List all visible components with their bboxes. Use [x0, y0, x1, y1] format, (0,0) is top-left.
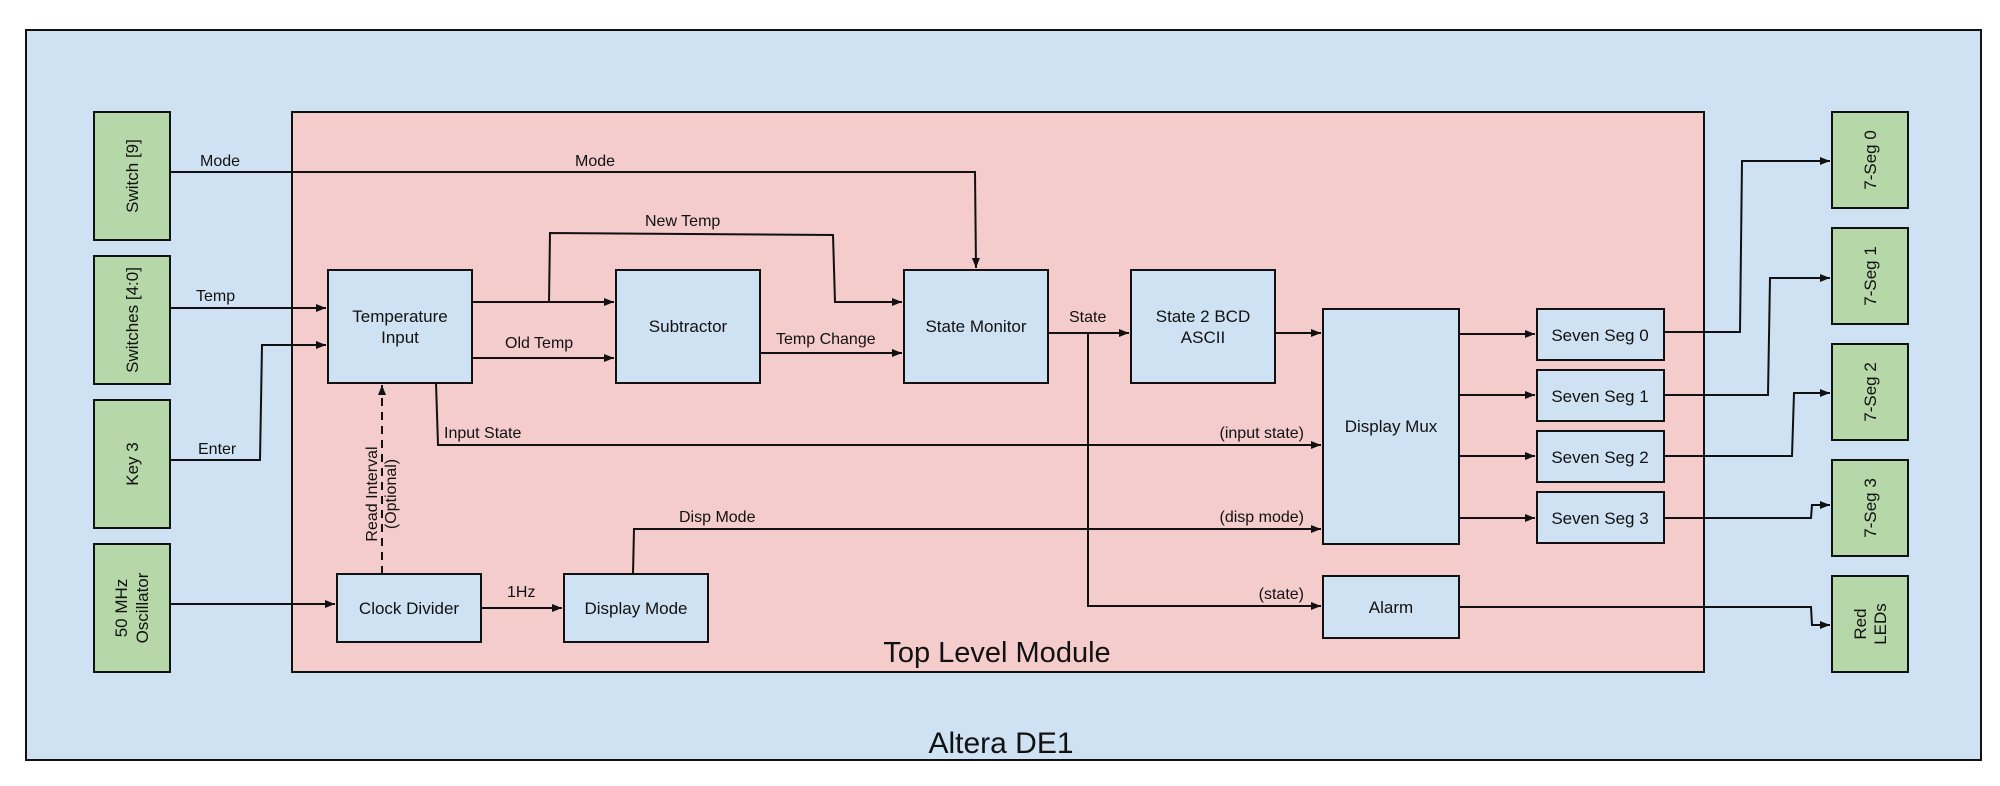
new-temp-label: New Temp	[645, 213, 720, 230]
alarm-label: Alarm	[1369, 598, 1413, 617]
seg3-to-output-wire	[1664, 501, 1830, 519]
read-interval-label-line1: Read Interval	[364, 446, 381, 541]
seg1-label: 7-Seg 1	[1861, 246, 1880, 306]
input-state-wire	[435, 382, 1321, 449]
seg3-label: 7-Seg 3	[1861, 478, 1880, 538]
disp-mode-label: Disp Mode	[679, 509, 756, 526]
seven-seg-2-label: Seven Seg 2	[1551, 448, 1648, 467]
switches40-label: Switches [4:0]	[123, 267, 142, 373]
old-temp-label: Old Temp	[505, 335, 573, 352]
board-title: Altera DE1	[928, 727, 1073, 760]
seg3-output: 7-Seg 3	[1831, 459, 1909, 557]
hz-label: 1Hz	[507, 584, 535, 601]
temperature-input-line1: Temperature	[352, 307, 447, 326]
state-alarm-label: (state)	[1259, 586, 1304, 603]
temp-label: Temp	[196, 288, 235, 305]
module-title: Top Level Module	[883, 637, 1110, 669]
seg1-to-output-wire	[1664, 274, 1830, 396]
subtractor-block: Subtractor	[615, 269, 761, 384]
state-monitor-block: State Monitor	[903, 269, 1049, 384]
mode-inner-label: Mode	[575, 153, 615, 170]
subtractor-label: Subtractor	[649, 317, 728, 336]
seven-seg-1-block: Seven Seg 1	[1536, 369, 1665, 422]
state2bcd-line2: ASCII	[1181, 328, 1225, 347]
alarm-to-leds-wire	[1459, 606, 1830, 629]
input-state-label: Input State	[444, 425, 521, 442]
seg0-label: 7-Seg 0	[1861, 130, 1880, 190]
state-monitor-label: State Monitor	[925, 317, 1026, 336]
red-leds-label-line2: LEDs	[1871, 603, 1890, 645]
temp-change-label: Temp Change	[776, 331, 876, 348]
seven-seg-3-block: Seven Seg 3	[1536, 491, 1665, 544]
enter-wire	[170, 341, 326, 461]
temperature-input-line2: Input	[381, 328, 419, 347]
temperature-input-block: Temperature Input	[327, 269, 473, 384]
display-mux-block: Display Mux	[1322, 308, 1460, 545]
oscillator-input: 50 MHz Oscillator	[93, 543, 171, 673]
clock-divider-label: Clock Divider	[359, 599, 459, 618]
seven-seg-0-label: Seven Seg 0	[1551, 326, 1648, 345]
seven-seg-3-label: Seven Seg 3	[1551, 509, 1648, 528]
input-state-mux-label: (input state)	[1220, 425, 1304, 442]
switch9-input: Switch [9]	[93, 111, 171, 241]
state-alarm-wire	[1087, 333, 1321, 610]
alarm-block: Alarm	[1322, 575, 1460, 639]
display-mode-label: Display Mode	[585, 599, 688, 618]
seven-seg-1-label: Seven Seg 1	[1551, 387, 1648, 406]
switch9-label: Switch [9]	[123, 139, 142, 213]
key3-input: Key 3	[93, 399, 171, 529]
red-leds-output: Red LEDs	[1831, 575, 1909, 673]
read-interval-label-line2: (Optional)	[383, 459, 400, 529]
seg2-label: 7-Seg 2	[1861, 362, 1880, 422]
display-mux-label: Display Mux	[1345, 417, 1438, 436]
seven-seg-2-block: Seven Seg 2	[1536, 430, 1665, 483]
seg1-output: 7-Seg 1	[1831, 227, 1909, 325]
state2bcd-block: State 2 BCD ASCII	[1130, 269, 1276, 384]
seven-seg-0-block: Seven Seg 0	[1536, 308, 1665, 361]
disp-mode-wire	[632, 525, 1321, 575]
enter-label: Enter	[198, 441, 237, 458]
seg0-output: 7-Seg 0	[1831, 111, 1909, 209]
seg0-to-output-wire	[1664, 157, 1830, 333]
oscillator-label-line2: Oscillator	[133, 572, 152, 643]
display-mode-block: Display Mode	[563, 573, 709, 643]
top-level-module	[291, 111, 1705, 673]
seg2-to-output-wire	[1664, 389, 1830, 457]
new-temp-wire	[548, 231, 902, 306]
red-leds-label-line1: Red	[1851, 608, 1870, 639]
mode-outer-label: Mode	[200, 153, 240, 170]
switches40-input: Switches [4:0]	[93, 255, 171, 385]
mode-wire	[170, 171, 980, 269]
seg2-output: 7-Seg 2	[1831, 343, 1909, 441]
clock-divider-block: Clock Divider	[336, 573, 482, 643]
state2bcd-line1: State 2 BCD	[1156, 307, 1251, 326]
oscillator-label-line1: 50 MHz	[112, 579, 131, 638]
key3-label: Key 3	[123, 442, 142, 485]
disp-mode-mux-label: (disp mode)	[1220, 509, 1304, 526]
state-label: State	[1069, 309, 1106, 326]
